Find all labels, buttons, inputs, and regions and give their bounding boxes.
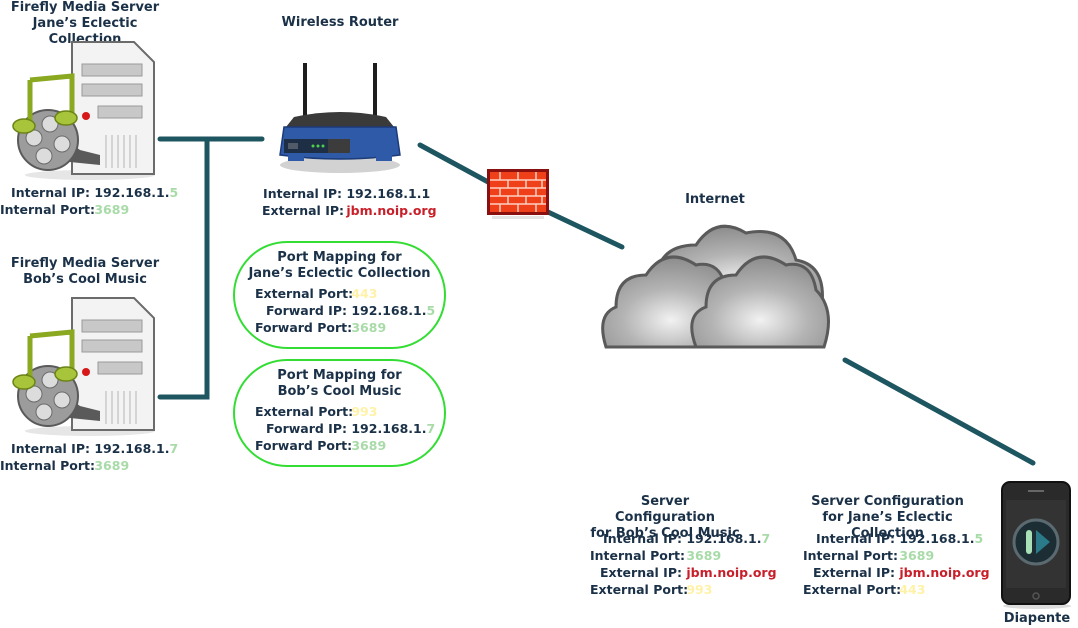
link-router-firewall [417,142,493,186]
client-title: Diapente [1003,611,1071,626]
link-internet-client [842,357,1036,466]
internal-ip-value: 192.168.1. [899,531,975,546]
ip-suffix: 5 [169,185,179,200]
external-ip-value: jbm.noip.org [899,565,990,580]
title-line2: for Jane’s Eclectic Collection [822,510,953,541]
external-ip-value: jbm.noip.org [346,203,437,218]
port-mapping-title: Port Mapping for Bob’s Cool Music [235,368,444,400]
label: Internal Port: [0,458,96,473]
link-bob-server [157,136,210,400]
ip-suffix: 7 [169,441,179,456]
label: External Port: [255,286,354,301]
title-line2: Bob’s Cool Music [277,384,402,399]
label: External Port: [255,404,354,419]
ip-value: 192.168.1. [94,185,170,200]
port-mapping-bob: Port Mapping for Bob’s Cool Music Extern… [233,359,446,467]
label: External IP: [812,565,895,580]
port-value: 3689 [94,202,130,217]
label: External IP: [599,565,682,580]
forward-ip-value: 192.168.1. [351,303,427,318]
internet-title: Internet [685,192,745,207]
server-bob-info: Internal IP: 192.168.1.7 Internal Port: … [0,440,178,474]
label: Internal IP: [11,185,90,200]
label: External Port: [803,582,902,597]
label: Internal IP: [603,531,682,546]
internal-ip-suffix: 5 [974,531,984,546]
port-mapping-jane: Port Mapping for Jane’s Eclectic Collect… [233,241,446,349]
firewall-icon [487,169,549,219]
internal-ip-value: 192.168.1. [686,531,762,546]
server-config-bob-title: Server Configuration for Bob’s Cool Musi… [590,494,740,542]
title-line2: for Bob’s Cool Music [590,526,740,541]
forward-port-value: 3689 [351,320,387,335]
server-config-jane: Internal IP: 192.168.1.5 Internal Port: … [803,530,990,598]
label: Forward IP: [265,421,347,436]
server-config-bob: Internal IP: 192.168.1.7 Internal Port: … [590,530,777,598]
port-mapping-values: External Port: 993 Forward IP: 192.168.1… [255,403,435,454]
title-line1: Server Configuration [811,494,964,509]
external-port-value: 993 [686,582,713,597]
forward-ip-suffix: 7 [426,421,436,436]
forward-ip-suffix: 5 [426,303,436,318]
external-ip-value: jbm.noip.org [686,565,777,580]
label: External Port: [590,582,689,597]
label: Forward IP: [265,303,347,318]
server-title-line1: Firefly Media Server [10,0,160,15]
title-line1: Server Configuration [615,494,715,525]
port-value: 3689 [94,458,130,473]
internal-port-value: 3689 [899,548,935,563]
title-line1: Port Mapping for [277,250,402,265]
external-port-value: 443 [351,286,378,301]
media-server-icon [12,297,155,436]
label: Internal Port: [0,202,96,217]
title-line2: Jane’s Eclectic Collection [248,266,431,281]
router-title: Wireless Router [281,15,399,30]
server-title-line1: Firefly Media Server [10,256,160,271]
label: Internal Port: [803,548,899,563]
forward-port-value: 3689 [351,438,387,453]
label: External IP: [262,203,345,218]
router-info: Internal IP: 192.168.1.1 External IP: jb… [262,185,437,219]
internal-ip-suffix: 7 [761,531,771,546]
title-line1: Port Mapping for [277,368,402,383]
label: Forward Port: [255,320,353,335]
port-mapping-values: External Port: 443 Forward IP: 192.168.1… [255,285,435,336]
label: Internal IP: [816,531,895,546]
port-mapping-title: Port Mapping for Jane’s Eclectic Collect… [235,250,444,282]
external-port-value: 993 [351,404,378,419]
ip-value: 192.168.1. [94,441,170,456]
wireless-router-icon [279,63,401,173]
label: Internal IP: [263,186,342,201]
internal-ip-value: 192.168.1.1 [346,186,431,201]
label: Internal Port: [590,548,686,563]
server-jane-info: Internal IP: 192.168.1.5 Internal Port: … [0,184,178,218]
link-firewall-internet [545,209,625,250]
media-server-icon [12,41,155,180]
forward-ip-value: 192.168.1. [351,421,427,436]
label: Internal IP: [11,441,90,456]
label: Forward Port: [255,438,353,453]
server-config-jane-title: Server Configuration for Jane’s Eclectic… [790,494,985,542]
server-bob-title: Firefly Media Server Bob’s Cool Music [0,256,170,288]
server-title-line2: Bob’s Cool Music [23,272,147,287]
external-port-value: 443 [899,582,926,597]
internal-port-value: 3689 [686,548,722,563]
phone-app-icon [1001,481,1071,609]
cloud-icon [601,224,830,349]
